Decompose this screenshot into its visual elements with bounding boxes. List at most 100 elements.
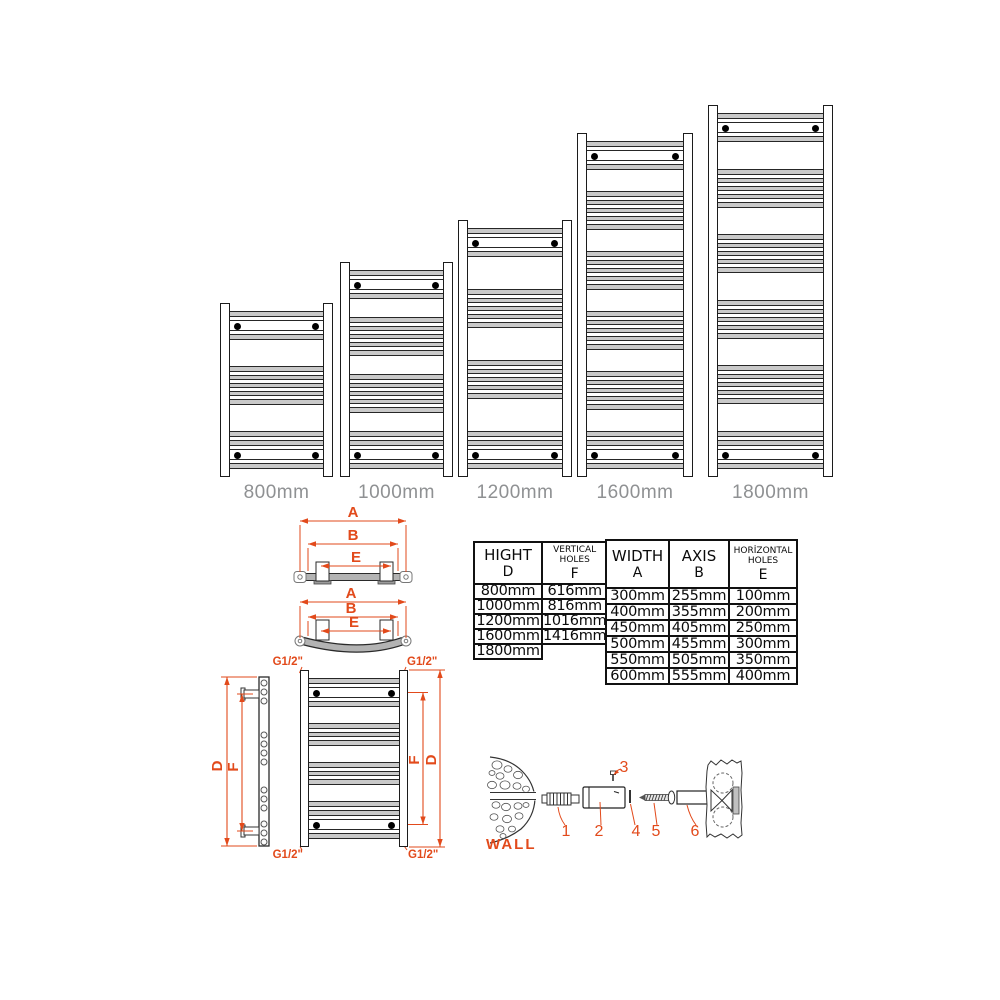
radiator-bar [467,431,563,437]
leader-line-6 [686,804,697,826]
leader-line-5 [653,802,658,826]
mount-dot [354,281,361,289]
dimension-arrowhead [390,541,398,547]
radiator-bar [586,141,684,147]
radiator-tube [708,105,718,477]
dimension-arrowhead [383,628,391,634]
dim-label-vertical-holes: F [225,762,242,771]
radiator-bar [717,177,824,183]
mount-dot [388,689,395,697]
radiator-bar [717,332,824,339]
radiator-bar [308,740,400,746]
radiator-bar [586,311,684,317]
radiator-bar [717,136,824,142]
leader-line-2 [599,801,602,826]
radiator-bar [717,201,824,208]
part-number-4: 4 [632,823,641,840]
table-cell: 400mm [605,603,670,621]
wall-stone [491,760,503,770]
dim-label-overall-width: A [346,585,357,602]
radiator-bar [717,168,824,175]
table-cell: 350mm [728,651,798,669]
side-profile-rail-ends [260,679,268,846]
mount-rail [229,320,324,331]
table-cell: 550mm [605,651,670,669]
radiator-bar [349,431,444,437]
radiator-bar [717,308,824,314]
table-cell [542,644,607,659]
mount-dot [591,152,598,160]
connection-label-top-right: G1/2" [407,656,437,668]
dim-label-horizontal-holes: E [351,549,361,566]
radiator-size-label: 1200mm [476,482,554,503]
rail-end-circle [260,786,268,794]
radiator-bar [467,385,563,390]
radiator-bar [586,276,684,281]
end-plate-hole [403,574,409,580]
radiator-bar [717,463,824,469]
table-cell: 1016mm [540,613,609,630]
end-plate-hole [403,638,409,644]
dimension-arrowhead [224,677,230,685]
elevation-dimension-diagram: D F F D G1/2" G1/2" G1/2" G1/2" [209,656,445,861]
mount-dot [472,239,479,247]
radiator-bar [586,200,684,205]
radiator-bar [586,268,684,273]
radiator-bar [586,320,684,325]
table-cell: 500mm [605,635,670,653]
table-cell: 1200mm [473,613,543,630]
mount-dot [313,821,320,829]
rail-end-circle [260,758,268,766]
radiator-bar [586,336,684,341]
radiator-bar [467,322,563,328]
dimension-arrowhead [224,838,230,846]
dimension-arrowhead [300,599,308,605]
wall-plug-part [541,792,580,806]
mount-rail [467,237,563,248]
radiator-bar [586,404,684,410]
dim-label-axis: B [348,527,359,544]
radiator-bar [229,311,324,317]
radiator-tube [399,670,408,847]
radiator-tube [562,220,572,477]
radiator-bar [229,431,324,437]
radiator-bar [308,678,400,684]
leader-line-4 [630,803,636,826]
radiator-tube [823,105,833,477]
dim-label-overall-height: D [209,760,226,771]
radiator-bar [717,382,824,388]
radiator-bar [308,833,400,839]
wall-stone [522,785,530,793]
radiator-1000mm: 1000mm [340,262,453,503]
mount-dot [472,451,479,459]
wall-stone-texture [487,760,530,839]
mount-rail [229,449,324,460]
rail-end-circle [260,838,268,846]
wall-stone [501,802,511,812]
mount-dot [812,451,819,459]
wall-mounting-assembly-diagram: WALL [486,756,743,853]
radiator-bar [586,371,684,377]
mount-rail [467,449,563,460]
wall-stone [512,782,522,790]
wall-stone [499,833,507,839]
radiator-size-label: 1800mm [732,482,809,503]
dimension-arrowhead [420,816,426,825]
radiator-1600mm: 1600mm [577,133,693,503]
radiator-bar [717,398,824,405]
wall-stone [499,780,511,790]
rail-end-circle [260,697,268,705]
radiator-tube [300,670,309,847]
radiator-bar [586,164,684,170]
radiator-bar [467,393,563,399]
dimension-arrowhead [437,839,443,847]
mount-rail [717,122,824,133]
wall-stone [488,770,496,776]
radiator-tube [683,133,693,477]
